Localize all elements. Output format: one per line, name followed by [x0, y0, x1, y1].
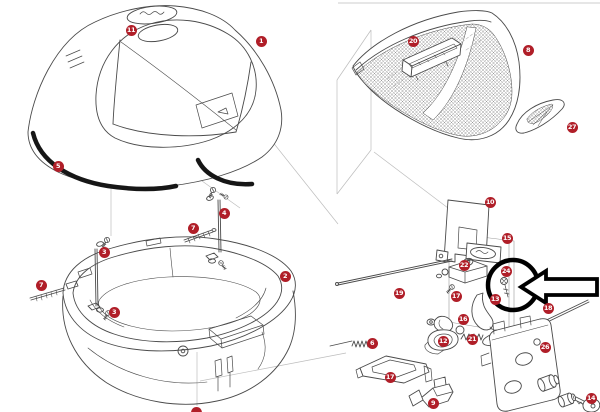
spring-rod — [329, 340, 371, 348]
hinge-rod-left — [29, 280, 79, 302]
long-rod — [335, 258, 453, 286]
slider-wedge — [408, 376, 454, 408]
lock-assembly-drawing — [329, 199, 600, 412]
handle-rail-drawing — [385, 29, 485, 90]
highlight-arrow — [517, 267, 599, 307]
emblem-drawing — [515, 99, 565, 134]
lid-logo-oval — [126, 5, 179, 43]
highlighted-screw — [500, 277, 510, 298]
key-drawing — [574, 396, 600, 412]
hinge-rod-top — [183, 228, 217, 244]
lock-housing — [480, 315, 561, 412]
base-bracket — [355, 355, 433, 384]
latch-bracket — [424, 329, 459, 355]
reflector-drawing — [351, 10, 565, 141]
lid-drawing — [27, 5, 283, 192]
bushing-ball — [426, 315, 465, 335]
lock-cover-sticker — [465, 242, 502, 264]
lid-seal — [30, 130, 255, 192]
lock-cylinder — [537, 374, 577, 408]
base-drawing — [29, 186, 296, 405]
hinge-pin-left — [87, 235, 112, 321]
spring-small — [460, 333, 484, 341]
